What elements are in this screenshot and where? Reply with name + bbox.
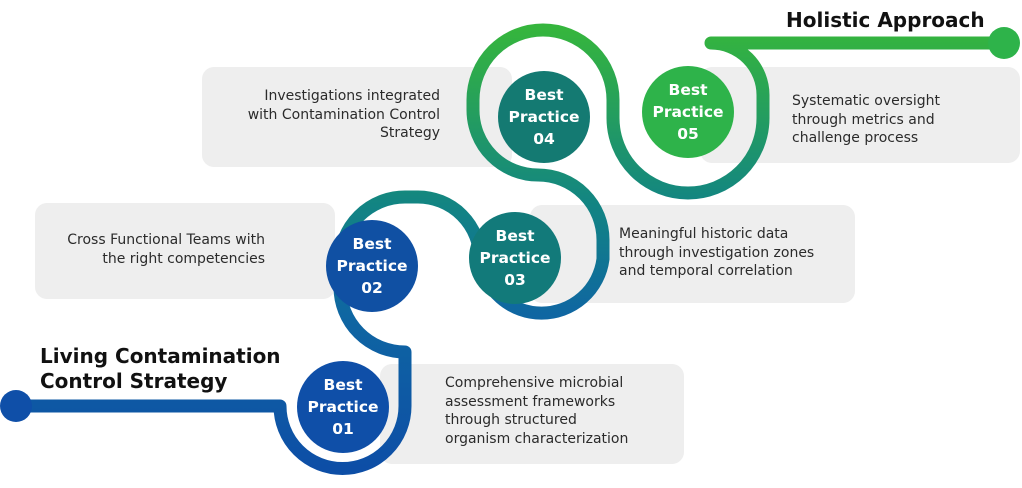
badge-01-line1: Best: [323, 376, 363, 394]
badge-03-line1: Best: [495, 227, 535, 245]
description-best-practice-03: Meaningful historic data through investi…: [619, 226, 815, 279]
badge-05-number: 05: [677, 125, 699, 143]
heading-end: Holistic Approach: [786, 8, 985, 32]
heading-start: Living Contamination Control Strategy: [40, 344, 281, 393]
best-practice-05-badge: Best Practice 05: [642, 66, 734, 158]
badge-02-line1: Best: [352, 235, 392, 253]
best-practice-01-badge: Best Practice 01: [297, 361, 389, 453]
badge-05-line2: Practice: [652, 103, 724, 121]
badge-02-line2: Practice: [336, 257, 408, 275]
description-best-practice-04: Investigations integrated with Contamina…: [247, 88, 440, 141]
badge-01-number: 01: [332, 420, 354, 438]
badge-01-line2: Practice: [307, 398, 379, 416]
start-dot: [0, 390, 32, 422]
badge-03-number: 03: [504, 271, 526, 289]
description-best-practice-01: Comprehensive microbial assessment frame…: [445, 375, 629, 447]
badge-04-line2: Practice: [508, 108, 580, 126]
card-best-practice-02: Cross Functional Teams with the right co…: [35, 203, 335, 299]
badge-03-line2: Practice: [479, 249, 551, 267]
card-best-practice-01: Comprehensive microbial assessment frame…: [380, 364, 684, 464]
card-best-practice-04: Investigations integrated with Contamina…: [202, 67, 512, 167]
description-best-practice-05: Systematic oversight through metrics and…: [792, 93, 940, 146]
best-practice-04-badge: Best Practice 04: [498, 71, 590, 163]
end-dot: [988, 27, 1020, 59]
card-best-practice-03: Meaningful historic data through investi…: [530, 205, 855, 303]
badge-04-number: 04: [533, 130, 555, 148]
serpentine-line: [9, 23, 1011, 475]
description-best-practice-02: Cross Functional Teams with the right co…: [67, 232, 265, 267]
badge-04-line1: Best: [524, 86, 564, 104]
best-practice-03-badge: Best Practice 03: [469, 212, 561, 304]
badge-02-number: 02: [361, 279, 383, 297]
badge-05-line1: Best: [668, 81, 708, 99]
best-practice-02-badge: Best Practice 02: [326, 220, 418, 312]
